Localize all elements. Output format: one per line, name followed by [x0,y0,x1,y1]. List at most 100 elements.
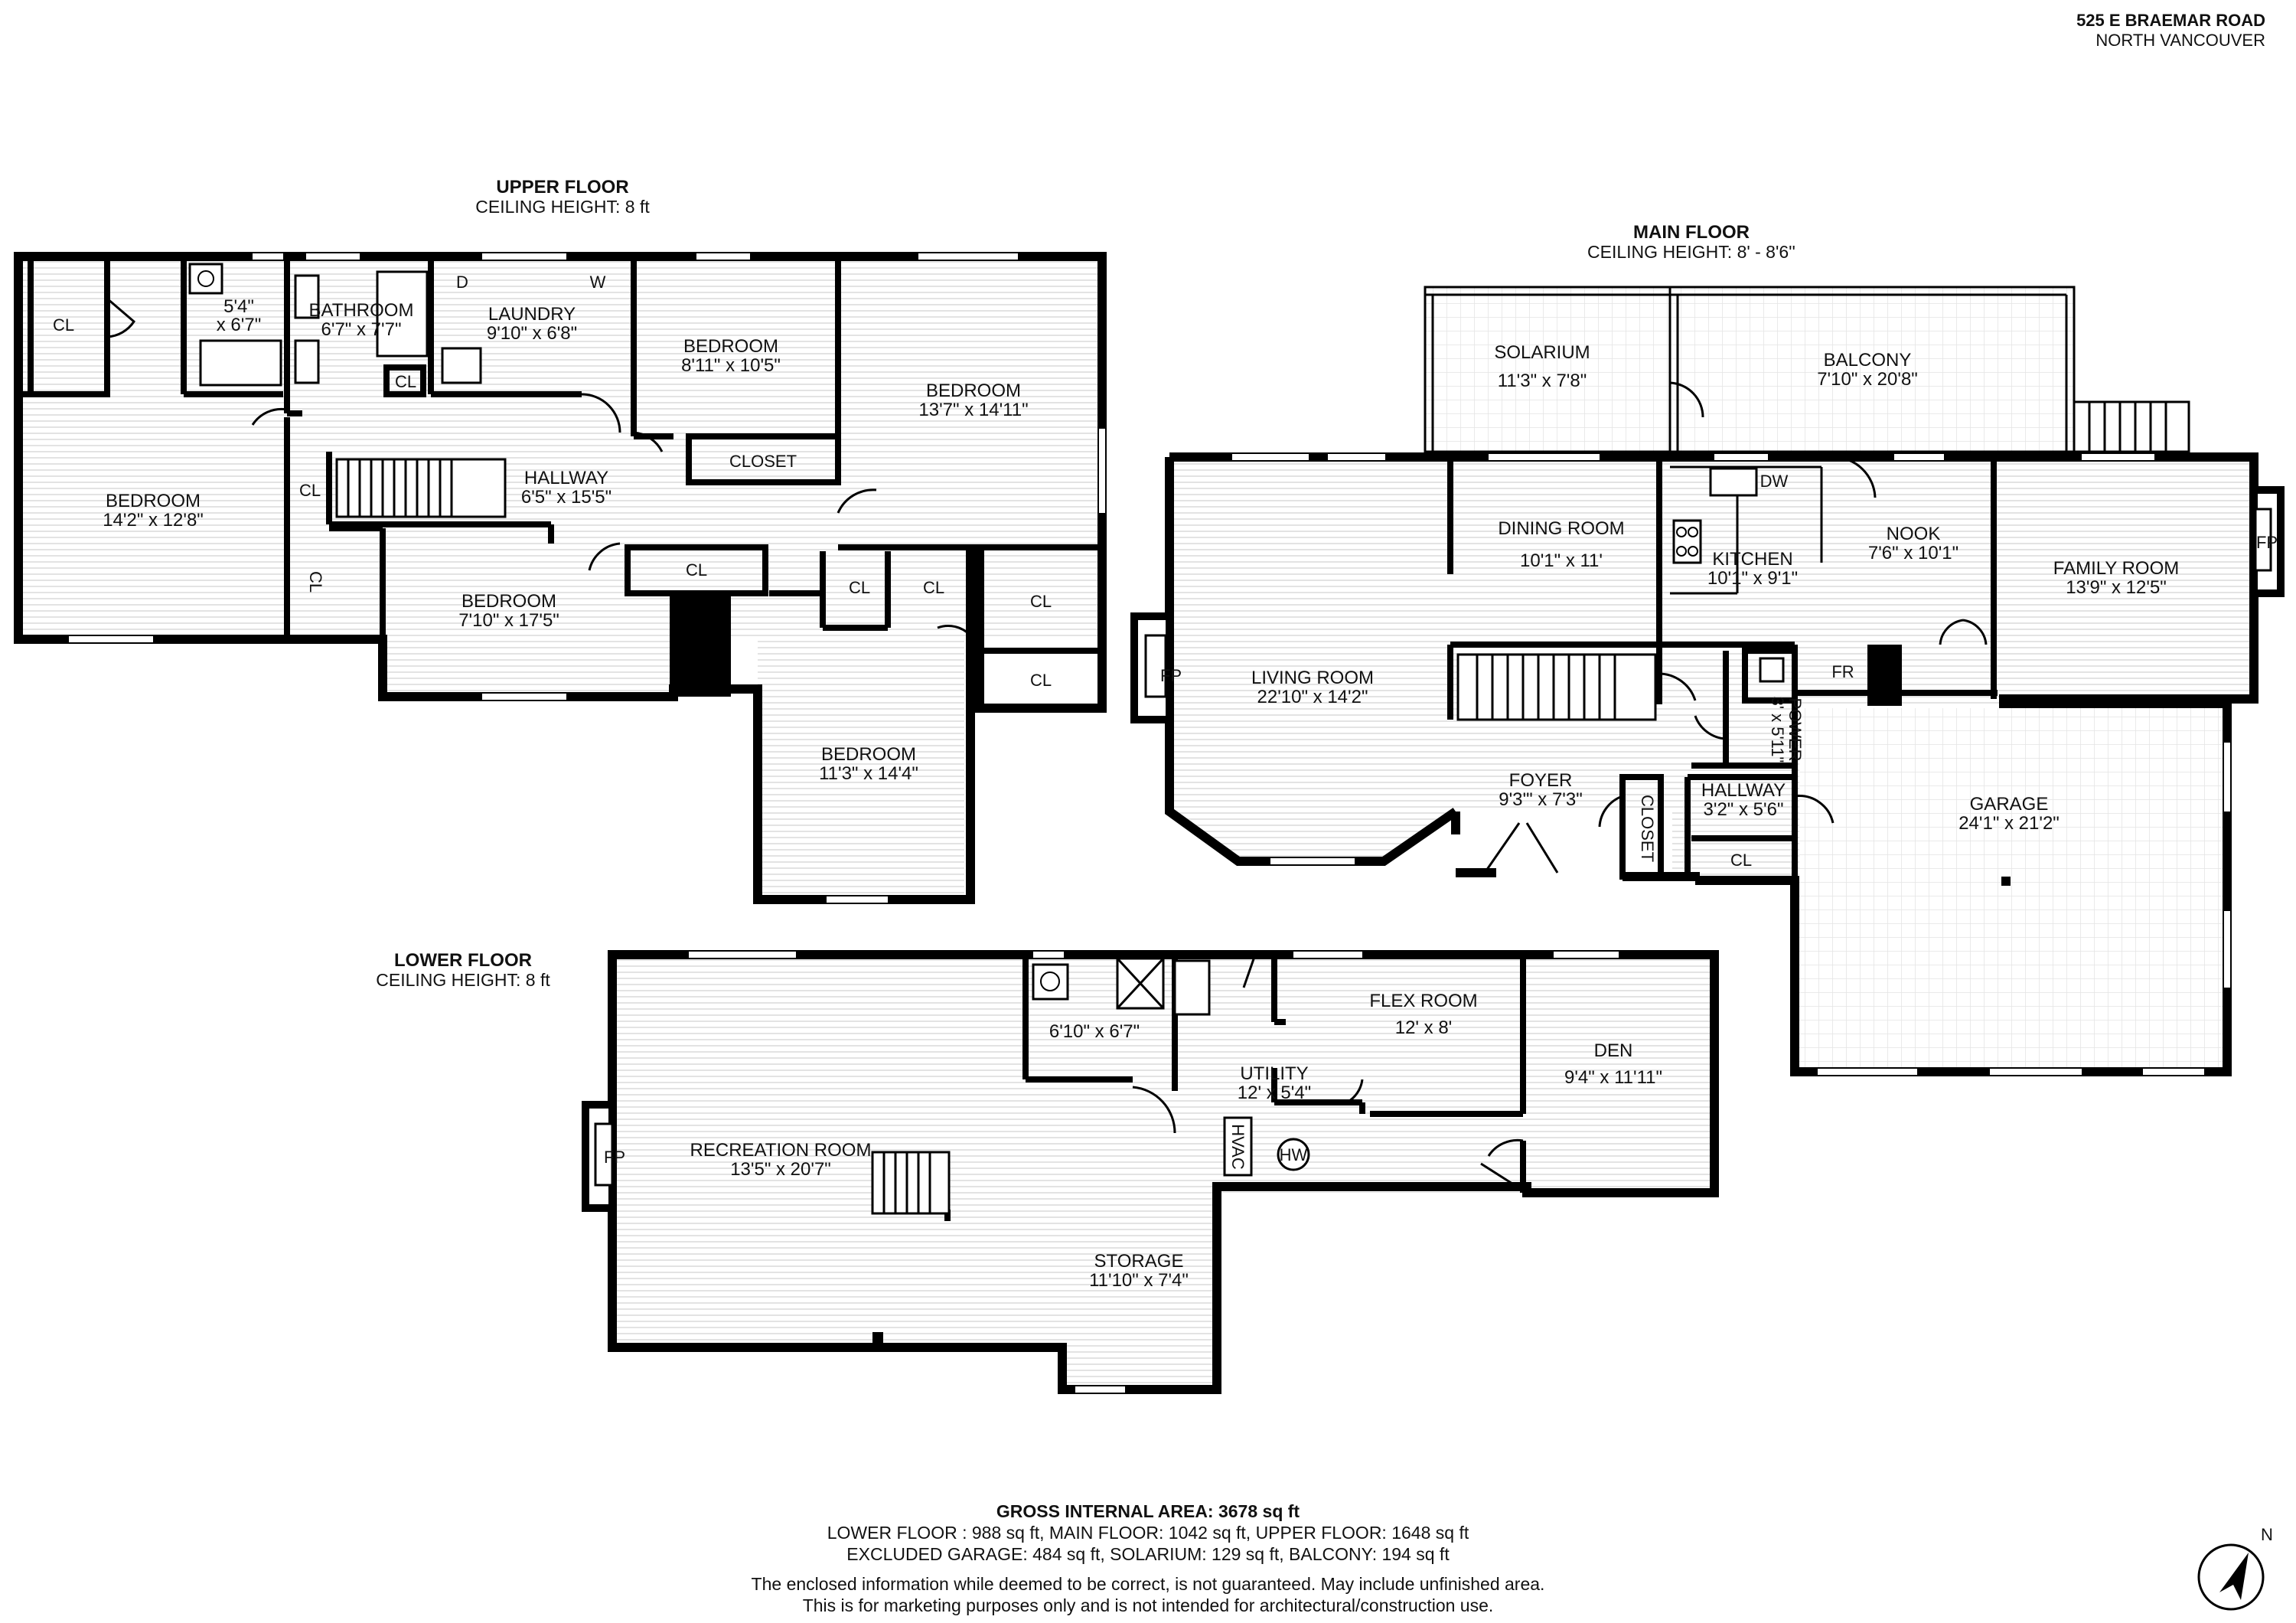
nook-name: NOOK [1887,524,1941,544]
upper-floor-ceiling: CEILING HEIGHT: 8 ft [475,197,650,217]
disclaimer: The enclosed information while deemed to… [0,1573,2296,1616]
balcony-name: BALCONY [1824,350,1912,371]
utility-name: UTILITY [1240,1063,1308,1084]
dining-dim: 10'1" x 11' [1520,550,1603,571]
family-fp: FP [2256,533,2278,552]
north-compass: N [2197,1525,2273,1611]
upper-bedroom-e-name: BEDROOM [821,744,916,765]
upper-cl-9: CL [1030,671,1052,690]
main-floor-plan: MAIN FLOOR CEILING HEIGHT: 8' - 8'6'' [1130,222,2285,1076]
garage-drain [2001,877,2011,886]
laundry-dim: 9'10" x 6'8" [487,323,577,344]
gross-area: GROSS INTERNAL AREA: 3678 sq ft [996,1501,1300,1521]
upper-cl-3: CL [299,481,321,500]
garage-dim: 24'1" x 21'2" [1958,813,2060,834]
upper-interior-walls [18,256,1102,708]
upper-hallway-dim: 6'5" x 15'5" [521,487,612,508]
upper-cl-8: CL [1030,592,1052,611]
storage-name: STORAGE [1094,1251,1184,1272]
solarium-dim: 11'3" x 7'8" [1498,371,1587,391]
foyer-dim: 9'3'" x 7'3" [1499,789,1583,810]
upper-windows [69,253,1105,903]
compass-label: N [2261,1525,2273,1544]
laundry-name: LAUNDRY [488,304,576,325]
main-doors [1483,456,1988,874]
flex-name: FLEX ROOM [1369,991,1477,1011]
main-floor-ceiling: CEILING HEIGHT: 8' - 8'6'' [1587,242,1795,262]
upper-bedroom-a-dim: 8'11" x 10'5" [681,355,781,376]
solarium-name: SOLARIUM [1494,342,1590,363]
upper-bedroom-e-dim: 11'3" x 14'4" [819,763,918,784]
upper-exterior-wall [14,252,1107,904]
upper-cl-5: CL [686,560,707,580]
upper-bedroom-b-name: BEDROOM [926,380,1021,401]
living-fp: FP [1160,666,1182,685]
address-line2: NORTH VANCOUVER [2095,31,2265,50]
lower-floor-plan: LOWER FLOOR CEILING HEIGHT: 8 ft [376,950,1719,1394]
dryer-label: D [456,273,468,292]
den-dim: 9'4" x 11'11" [1564,1067,1662,1088]
family-dim: 13'9" x 12'5" [2066,577,2167,598]
upper-floor-fill [18,256,1102,900]
upper-bath-small-dim1: 5'4" [223,296,254,317]
power-dim: 3' x 5'11" [1768,697,1787,763]
solarium-balcony [1424,286,2190,453]
upper-doors [106,297,972,637]
nook-dim: 7'6" x 10'1" [1868,543,1958,563]
lower-doors [1132,953,1524,1192]
kitchen-name: KITCHEN [1712,549,1792,570]
lower-floor-fill [612,955,1714,1390]
upper-bedroom-d-name: BEDROOM [461,591,556,612]
upper-cl-7: CL [923,578,944,597]
lower-fireplace [582,1101,616,1212]
upper-bedroom-c-dim: 14'2" x 12'8" [103,510,204,531]
main-fireplaces [1130,486,2285,723]
lower-bath-fixtures [1032,957,1211,1016]
upper-bath-fixtures [188,263,482,387]
area-line2: EXCLUDED GARAGE: 484 sq ft, SOLARIUM: 12… [846,1544,1450,1564]
upper-bath-small-dim2: x 6'7" [217,315,261,335]
storage-dim: 11'10" x 7'4" [1089,1270,1189,1291]
family-name: FAMILY ROOM [2053,558,2179,579]
upper-cl-1: CL [53,315,74,335]
lower-fp: FP [604,1148,625,1167]
lower-stairs [871,1151,951,1215]
hw-label: HW [1280,1145,1308,1164]
garage-name: GARAGE [1970,794,2049,815]
lower-bath-dim: 6'10" x 6'7" [1049,1021,1140,1042]
dishwasher-label: DW [1760,472,1789,491]
lower-floor-ceiling: CEILING HEIGHT: 8 ft [376,970,550,990]
main-closet: CLOSET [1638,795,1657,862]
hvac-label: HVAC [1228,1124,1247,1170]
upper-stairs [335,458,507,518]
upper-room-labels: CL 5'4" x 6'7" BATHROOM 6'7" x 7'7" D W … [53,273,1052,784]
area-line1: LOWER FLOOR : 988 sq ft, MAIN FLOOR: 104… [827,1523,1469,1543]
main-stairs [1456,653,1657,721]
washer-label: W [590,273,606,292]
main-windows [1232,454,2230,1075]
upper-bedroom-d-dim: 7'10" x 17'5" [458,610,559,631]
upper-cl-6: CL [849,578,870,597]
flex-dim: 12' x 8' [1395,1017,1453,1038]
power-name: POWER [1786,697,1805,761]
main-interior-walls [1447,457,1998,880]
compass-arrow-icon [2219,1553,2249,1600]
living-name: LIVING ROOM [1251,668,1374,688]
foyer-name: FOYER [1509,770,1573,791]
lower-mechanical [1223,1116,1310,1177]
kitchen-fixtures [1672,467,1785,683]
lower-exterior-wall [608,950,1719,1394]
upper-bathroom-name: BATHROOM [309,300,414,321]
recreation-name: RECREATION ROOM [690,1140,872,1161]
lower-room-labels: 6'10" x 6'7" FLEX ROOM 12' x 8' DEN 9'4"… [604,991,1662,1291]
upper-floor-plan: UPPER FLOOR CEILING HEIGHT: 8 ft [14,177,1107,904]
address-line1: 525 E BRAEMAR ROAD [2076,11,2265,30]
disclaimer-line1: The enclosed information while deemed to… [751,1574,1545,1594]
upper-closet: CLOSET [729,452,797,471]
kitchen-dim: 10'1" x 9'1" [1707,568,1798,589]
upper-floor-title: UPPER FLOOR [496,177,628,198]
upper-cl-2: CL [395,372,416,391]
upper-cl-4: CL [306,571,325,593]
upper-bedroom-c-name: BEDROOM [106,491,201,511]
main-hallway-dim: 3'2" x 5'6" [1704,799,1784,820]
